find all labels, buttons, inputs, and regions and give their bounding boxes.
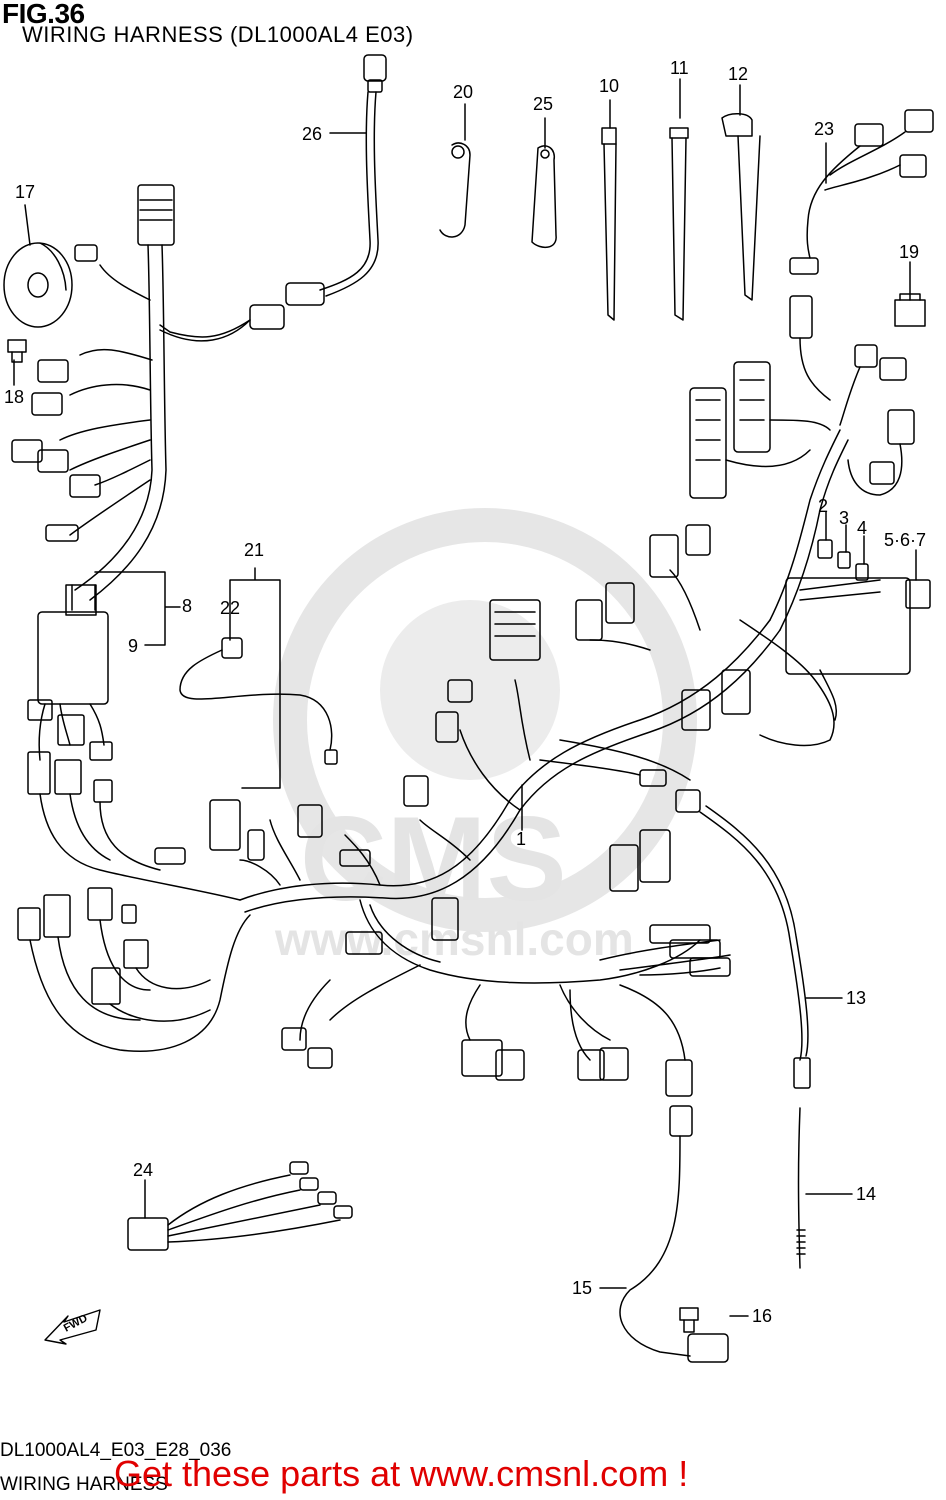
part-16-bolt xyxy=(679,1307,699,1333)
part-25-strap xyxy=(531,145,557,249)
callout-8: 8 xyxy=(182,596,192,616)
fuses xyxy=(817,539,931,609)
part-17-horn xyxy=(3,242,73,328)
callout-17: 17 xyxy=(15,182,35,202)
diagram-code: DL1000AL4_E03_E28_036 xyxy=(0,1440,232,1461)
figure-number: FIG.36 xyxy=(2,0,85,29)
callout-23: 23 xyxy=(814,119,834,139)
left-harness-branch xyxy=(11,184,251,611)
callout-4: 4 xyxy=(857,518,867,538)
callout-1: 1 xyxy=(516,829,526,849)
callout-2: 2 xyxy=(818,496,828,516)
callout-25: 25 xyxy=(533,94,553,114)
part-1-main-harness xyxy=(239,429,849,1061)
part-14-cable xyxy=(796,1107,806,1269)
watermark-url: www.cmsnl.com xyxy=(274,913,634,965)
callout-16: 16 xyxy=(752,1306,772,1326)
part-23-subharness xyxy=(789,109,934,275)
callout-18: 18 xyxy=(4,387,24,407)
callout-21: 21 xyxy=(244,540,264,560)
part-24-subharness xyxy=(127,1161,353,1251)
part-15-switch xyxy=(619,1105,729,1363)
part-9-module xyxy=(27,584,113,761)
part-10-tie xyxy=(601,127,617,321)
lower-left-connector-cluster xyxy=(17,751,251,1052)
leader-lines xyxy=(13,78,917,1317)
part-12-tie xyxy=(721,113,761,301)
watermark: CMS www.cmsnl.com xyxy=(273,508,697,965)
right-upper-branch xyxy=(689,295,915,721)
part-11-tie xyxy=(669,127,689,321)
callout-10: 10 xyxy=(599,76,619,96)
part-13-lead xyxy=(699,805,811,1089)
callout-22: 22 xyxy=(220,598,240,618)
callout-24: 24 xyxy=(133,1160,153,1180)
callout-13: 13 xyxy=(846,988,866,1008)
fwd-label: FWD xyxy=(62,1312,90,1334)
promo-link[interactable]: Get these parts at www.cmsnl.com ! xyxy=(114,1453,689,1494)
central-connectors xyxy=(154,524,751,1097)
figure-title: WIRING HARNESS (DL1000AL4 E03) xyxy=(22,22,414,47)
callout-15: 15 xyxy=(572,1278,592,1298)
part-26-lead xyxy=(159,54,387,338)
callout-20: 20 xyxy=(453,82,473,102)
part-22-sensor xyxy=(179,637,338,765)
callout-3: 3 xyxy=(839,508,849,528)
callout-14: 14 xyxy=(856,1184,876,1204)
diagram-name: WIRING HARNESS xyxy=(0,1474,168,1495)
part-20-bracket xyxy=(439,142,471,238)
callout-5-6-7: 5·6·7 xyxy=(884,530,926,550)
fwd-arrow-icon xyxy=(44,1309,101,1345)
callout-19: 19 xyxy=(899,242,919,262)
callouts: 1 2 3 4 5·6·7 8 9 10 11 12 13 14 15 16 1… xyxy=(4,58,926,1326)
callout-12: 12 xyxy=(728,64,748,84)
part-18-bolt xyxy=(7,339,27,363)
callout-11: 11 xyxy=(670,58,689,78)
callout-9: 9 xyxy=(128,636,138,656)
callout-26: 26 xyxy=(302,124,322,144)
